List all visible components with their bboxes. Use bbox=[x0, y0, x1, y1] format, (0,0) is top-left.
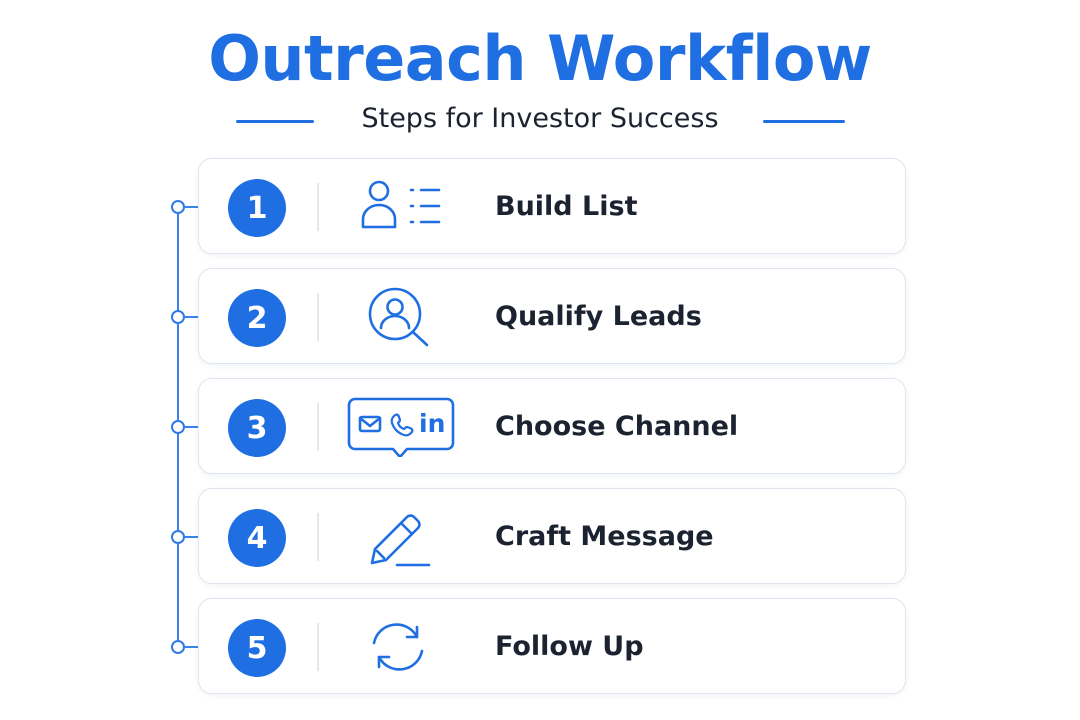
subtitle-row: Steps for Investor Success bbox=[0, 100, 1080, 140]
step-label: Craft Message bbox=[495, 521, 714, 552]
step-number-badge: 2 bbox=[228, 289, 286, 347]
step-label: Qualify Leads bbox=[495, 301, 702, 332]
timeline-node bbox=[171, 640, 185, 654]
step-label: Build List bbox=[495, 191, 638, 222]
step-divider bbox=[317, 183, 319, 231]
timeline-connector bbox=[185, 646, 199, 648]
step-label: Choose Channel bbox=[495, 411, 739, 442]
step-number-badge: 1 bbox=[228, 179, 286, 237]
search-user-icon bbox=[347, 287, 457, 347]
subtitle-rule-right bbox=[763, 120, 845, 123]
step-card-4: 4 Craft Message bbox=[198, 488, 906, 584]
page-title: Outreach Workflow bbox=[208, 22, 872, 95]
step-card-5: 5 Follow Up bbox=[198, 598, 906, 694]
step-card-3: 3 in Choose Channel bbox=[198, 378, 906, 474]
step-divider bbox=[317, 403, 319, 451]
step-number-badge: 5 bbox=[228, 619, 286, 677]
step-card-2: 2 Qualify Leads bbox=[198, 268, 906, 364]
timeline-node bbox=[171, 530, 185, 544]
timeline-node bbox=[171, 420, 185, 434]
step-number-badge: 3 bbox=[228, 399, 286, 457]
step-number-badge: 4 bbox=[228, 509, 286, 567]
subtitle-rule-left bbox=[236, 120, 314, 123]
step-divider bbox=[317, 623, 319, 671]
step-divider bbox=[317, 293, 319, 341]
pencil-icon bbox=[347, 507, 457, 567]
timeline-node bbox=[171, 200, 185, 214]
linkedin-text: in bbox=[419, 409, 446, 438]
timeline-connector bbox=[185, 316, 199, 318]
step-label: Follow Up bbox=[495, 631, 644, 662]
user-list-icon bbox=[347, 177, 457, 237]
step-card-1: 1 Build List bbox=[198, 158, 906, 254]
channel-icon: in bbox=[347, 397, 457, 457]
step-divider bbox=[317, 513, 319, 561]
timeline-node bbox=[171, 310, 185, 324]
page-subtitle: Steps for Investor Success bbox=[361, 103, 719, 134]
timeline-connector bbox=[185, 426, 199, 428]
timeline-connector bbox=[185, 206, 199, 208]
refresh-icon bbox=[347, 617, 457, 677]
timeline-connector bbox=[185, 536, 199, 538]
